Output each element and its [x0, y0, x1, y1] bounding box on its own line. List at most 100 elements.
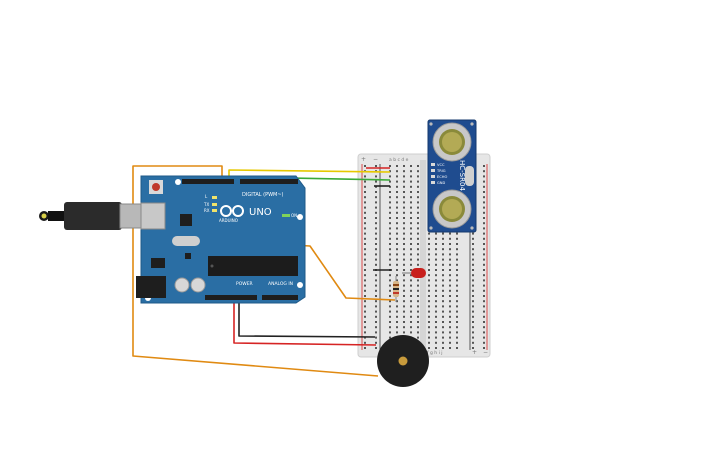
breadboard-hole[interactable] [364, 253, 366, 256]
breadboard-hole[interactable] [449, 284, 451, 287]
breadboard-hole[interactable] [410, 185, 412, 188]
breadboard-hole[interactable] [442, 243, 444, 245]
breadboard-hole[interactable] [375, 206, 377, 209]
breadboard-hole[interactable] [375, 336, 377, 339]
breadboard-hole[interactable] [389, 211, 391, 214]
breadboard-hole[interactable] [375, 211, 377, 214]
breadboard-hole[interactable] [396, 196, 398, 199]
breadboard-hole[interactable] [456, 341, 458, 344]
breadboard-hole[interactable] [396, 321, 398, 323]
breadboard-hole[interactable] [403, 315, 405, 318]
breadboard-hole[interactable] [456, 284, 458, 287]
breadboard-hole[interactable] [428, 274, 430, 277]
breadboard-hole[interactable] [403, 180, 405, 183]
breadboard-hole[interactable] [389, 289, 391, 292]
breadboard-hole[interactable] [396, 243, 398, 245]
breadboard-hole[interactable] [389, 243, 391, 245]
breadboard-hole[interactable] [472, 232, 474, 235]
breadboard-hole[interactable] [364, 227, 366, 230]
breadboard-hole[interactable] [403, 289, 405, 292]
breadboard-hole[interactable] [428, 300, 430, 303]
breadboard-hole[interactable] [456, 326, 458, 329]
breadboard-hole[interactable] [449, 331, 451, 334]
breadboard-hole[interactable] [428, 253, 430, 256]
breadboard-hole[interactable] [396, 227, 398, 230]
breadboard-hole[interactable] [483, 341, 485, 344]
breadboard-hole[interactable] [417, 315, 419, 318]
breadboard-hole[interactable] [472, 331, 474, 334]
breadboard-hole[interactable] [375, 191, 377, 193]
breadboard-hole[interactable] [442, 269, 444, 271]
breadboard-hole[interactable] [375, 274, 377, 277]
breadboard-hole[interactable] [417, 336, 419, 339]
breadboard-hole[interactable] [442, 300, 444, 303]
breadboard-hole[interactable] [364, 185, 366, 188]
breadboard-hole[interactable] [389, 295, 391, 297]
breadboard-hole[interactable] [483, 347, 485, 349]
breadboard-hole[interactable] [396, 185, 398, 188]
breadboard-hole[interactable] [389, 336, 391, 339]
breadboard-hole[interactable] [435, 253, 437, 256]
breadboard-hole[interactable] [403, 300, 405, 303]
breadboard-hole[interactable] [435, 258, 437, 261]
breadboard-hole[interactable] [428, 243, 430, 245]
breadboard-hole[interactable] [403, 206, 405, 209]
breadboard-hole[interactable] [442, 289, 444, 292]
breadboard-hole[interactable] [435, 310, 437, 313]
reset-button[interactable] [149, 180, 163, 194]
breadboard-hole[interactable] [417, 217, 419, 219]
breadboard-hole[interactable] [456, 289, 458, 292]
breadboard-hole[interactable] [396, 269, 398, 271]
breadboard-hole[interactable] [417, 310, 419, 313]
breadboard-hole[interactable] [449, 300, 451, 303]
breadboard-hole[interactable] [410, 201, 412, 204]
breadboard-hole[interactable] [389, 217, 391, 219]
breadboard-hole[interactable] [449, 341, 451, 344]
breadboard-hole[interactable] [435, 289, 437, 292]
breadboard-hole[interactable] [428, 321, 430, 323]
breadboard-hole[interactable] [449, 310, 451, 313]
breadboard-hole[interactable] [435, 347, 437, 349]
breadboard-hole[interactable] [435, 232, 437, 235]
breadboard-hole[interactable] [389, 321, 391, 323]
breadboard-hole[interactable] [428, 237, 430, 240]
breadboard-hole[interactable] [375, 237, 377, 240]
breadboard-hole[interactable] [389, 300, 391, 303]
breadboard-hole[interactable] [403, 185, 405, 188]
breadboard-hole[interactable] [442, 305, 444, 308]
breadboard-hole[interactable] [472, 284, 474, 287]
breadboard-hole[interactable] [449, 305, 451, 308]
breadboard-hole[interactable] [472, 279, 474, 282]
breadboard-hole[interactable] [364, 321, 366, 323]
breadboard-hole[interactable] [410, 269, 412, 271]
sensor-pin[interactable] [431, 175, 435, 178]
breadboard-hole[interactable] [396, 180, 398, 183]
breadboard-hole[interactable] [472, 274, 474, 277]
breadboard-hole[interactable] [403, 295, 405, 297]
breadboard-hole[interactable] [403, 217, 405, 219]
breadboard-hole[interactable] [435, 305, 437, 308]
breadboard-hole[interactable] [403, 237, 405, 240]
breadboard-hole[interactable] [403, 196, 405, 199]
breadboard-hole[interactable] [456, 321, 458, 323]
breadboard-hole[interactable] [428, 336, 430, 339]
breadboard-hole[interactable] [364, 305, 366, 308]
breadboard-hole[interactable] [449, 336, 451, 339]
breadboard-hole[interactable] [456, 232, 458, 235]
breadboard-hole[interactable] [410, 237, 412, 240]
resistor-icon[interactable] [393, 276, 399, 302]
breadboard-hole[interactable] [403, 321, 405, 323]
breadboard-hole[interactable] [483, 305, 485, 308]
breadboard-hole[interactable] [449, 279, 451, 282]
breadboard-hole[interactable] [389, 227, 391, 230]
breadboard-hole[interactable] [403, 263, 405, 266]
piezo-buzzer-icon[interactable] [377, 335, 429, 387]
breadboard-hole[interactable] [364, 331, 366, 334]
breadboard-hole[interactable] [403, 211, 405, 214]
breadboard-hole[interactable] [364, 243, 366, 245]
breadboard-hole[interactable] [417, 201, 419, 204]
breadboard-hole[interactable] [417, 331, 419, 334]
breadboard-hole[interactable] [483, 191, 485, 193]
breadboard-hole[interactable] [410, 253, 412, 256]
breadboard-hole[interactable] [364, 191, 366, 193]
